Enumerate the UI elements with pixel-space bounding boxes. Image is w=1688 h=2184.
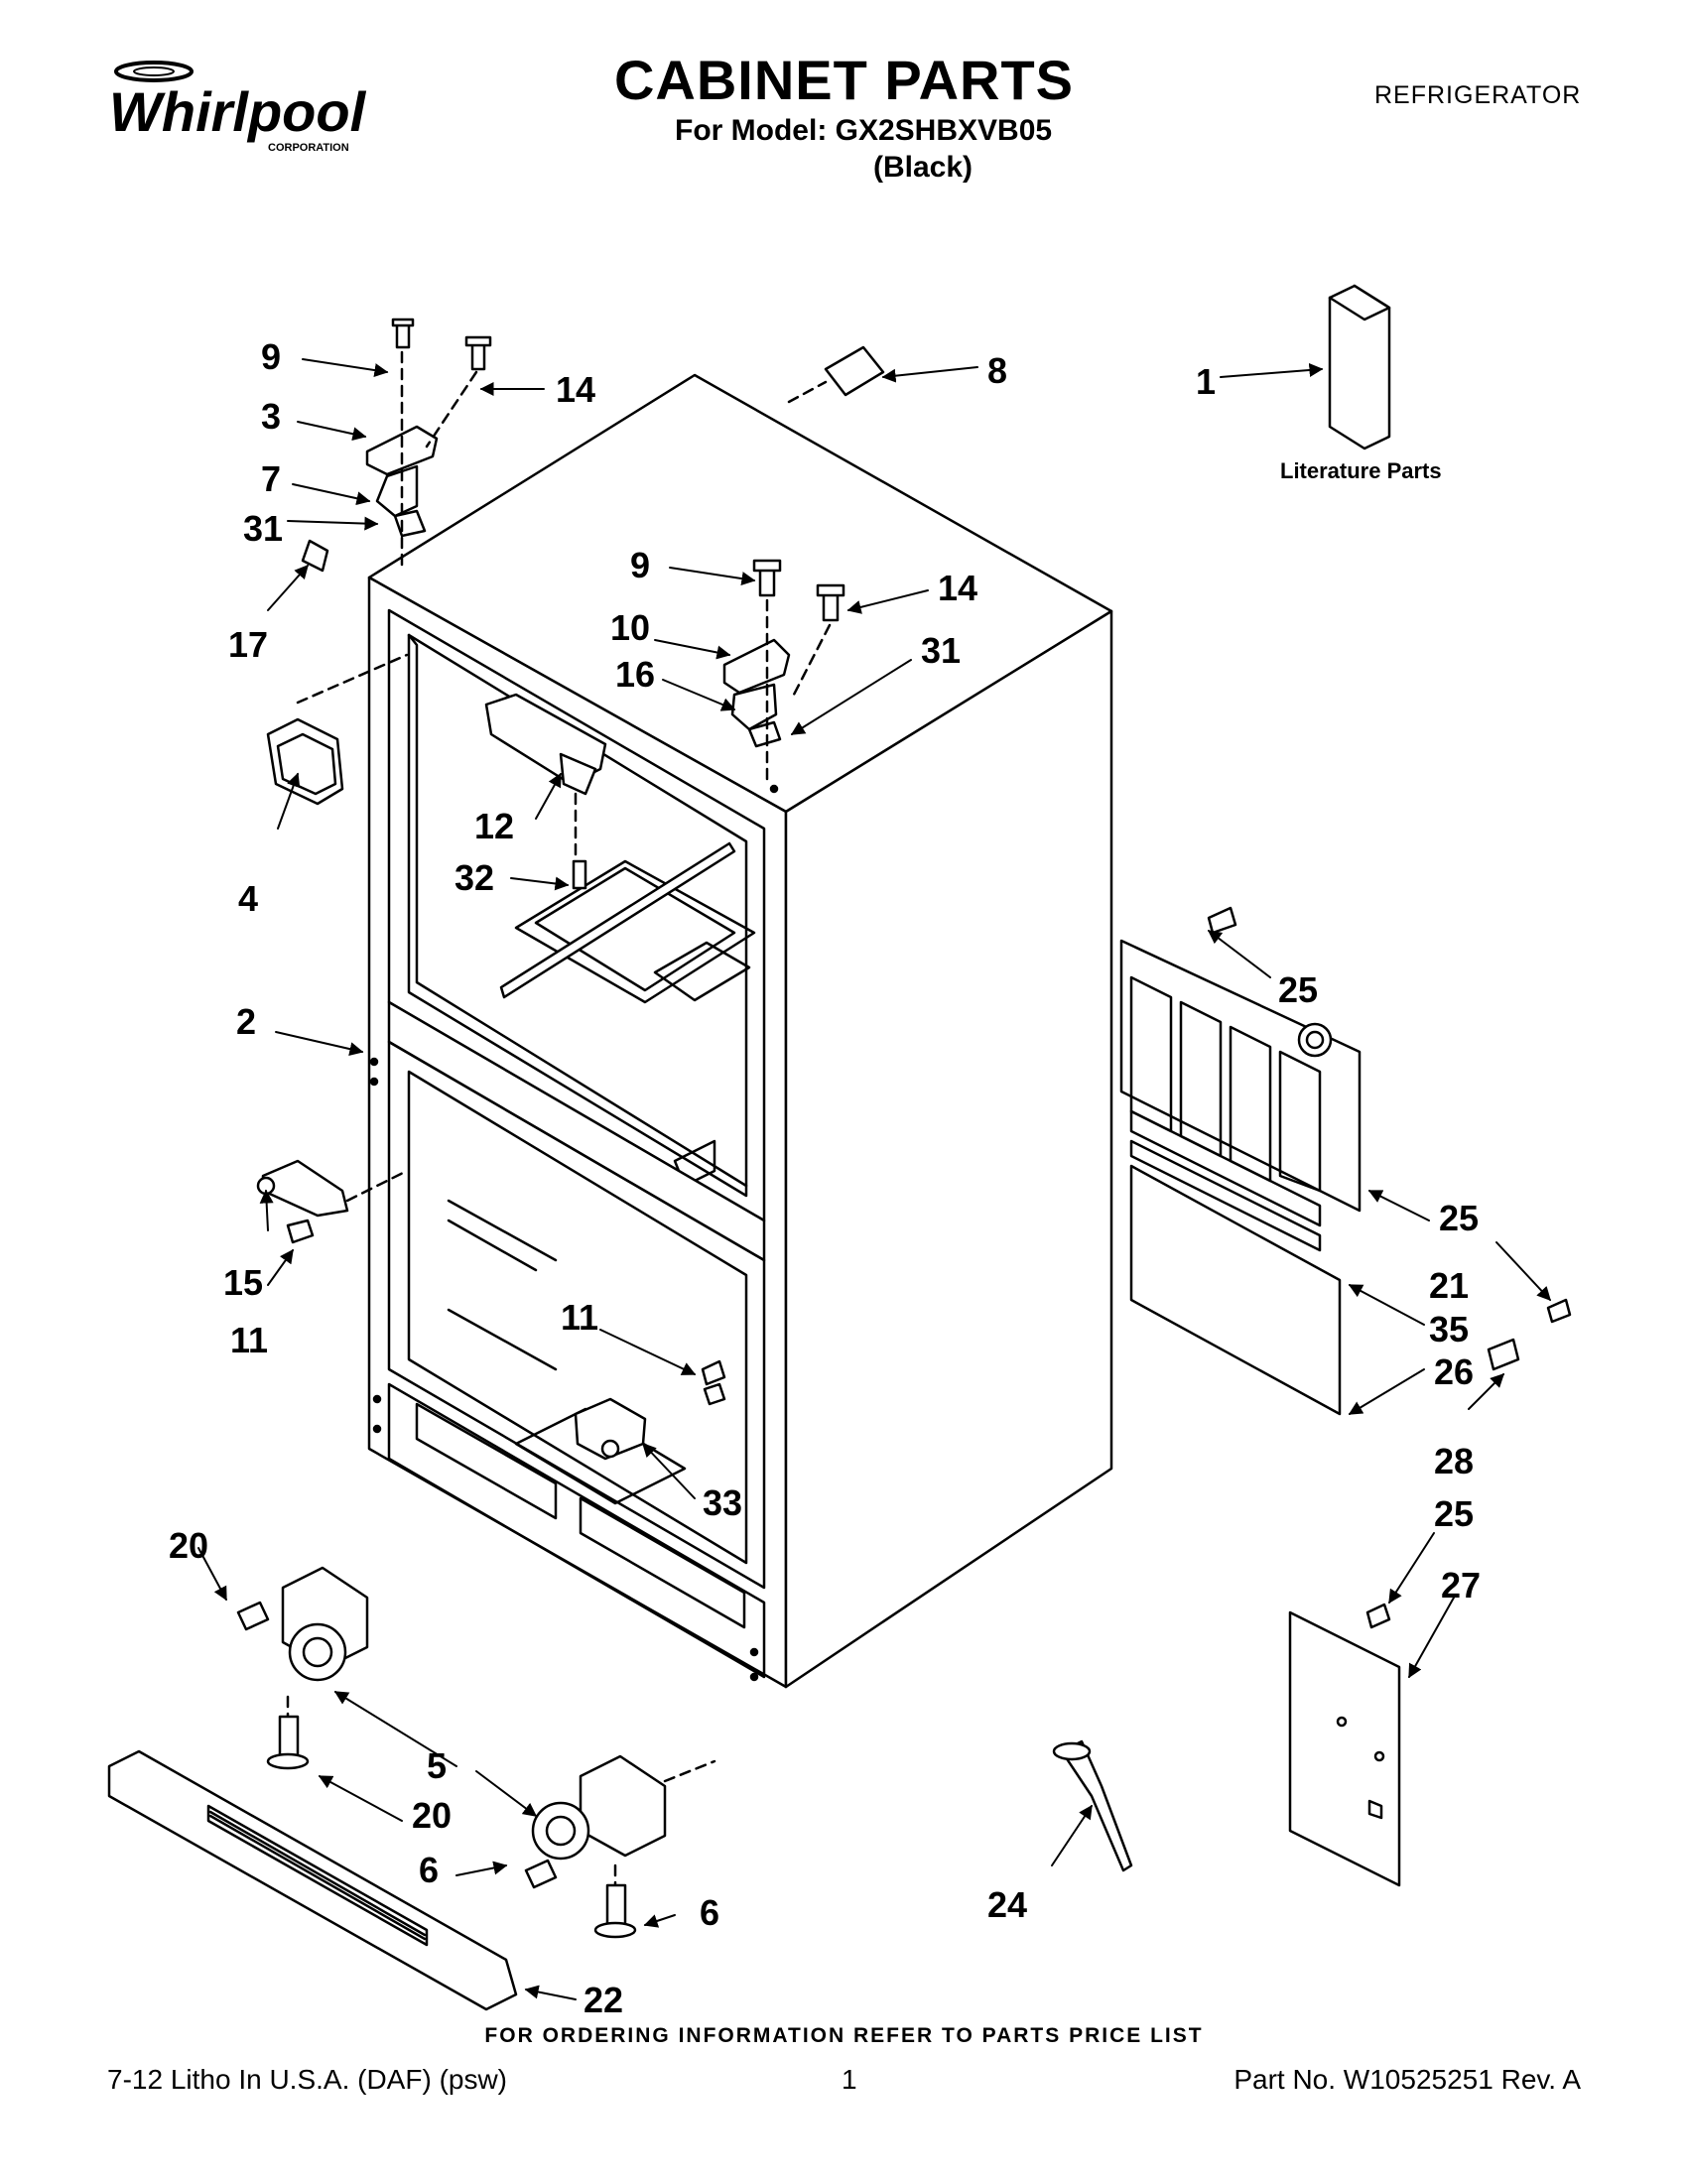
- literature-parts-book: [1328, 284, 1391, 450]
- callout-26: 26: [1434, 1351, 1474, 1392]
- callout-21: 21: [1429, 1265, 1469, 1306]
- callout-9-upper-right: 9: [630, 545, 650, 585]
- model-variant: (Black): [873, 151, 974, 184]
- callout-20-right: 20: [412, 1795, 452, 1836]
- callout-15: 15: [223, 1262, 263, 1303]
- freezer-hinge: [574, 1382, 726, 1461]
- print-info: 7-12 Litho In U.S.A. (DAF) (psw): [107, 2064, 508, 2095]
- callout-9-upper-left: 9: [261, 336, 281, 377]
- screws: [701, 906, 1572, 1629]
- callout-25-middle: 25: [1439, 1198, 1479, 1238]
- callout-12: 12: [474, 806, 514, 846]
- base-grille: [107, 1749, 518, 2011]
- brand-subtitle: CORPORATION: [268, 142, 349, 154]
- callout-17: 17: [228, 624, 268, 665]
- ice-tray-handle: [1060, 1739, 1133, 1872]
- front-roller-right: [524, 1754, 716, 1939]
- literature-parts-label: Literature Parts: [1280, 458, 1442, 483]
- callout-4: 4: [238, 878, 258, 919]
- control-housing: [484, 693, 607, 890]
- cabinet: [367, 373, 1113, 1689]
- callout-1: 1: [1196, 361, 1216, 402]
- gasket-strip: [1129, 1139, 1322, 1252]
- upper-left-hinge-assembly: [301, 318, 492, 573]
- callout-28: 28: [1434, 1441, 1474, 1481]
- callout-6-left: 6: [419, 1850, 439, 1890]
- callout-14-upper-right: 14: [938, 568, 977, 608]
- whirlpool-logo: Whirlpool CORPORATION: [109, 61, 367, 154]
- rear-access-panel: [1119, 939, 1362, 1227]
- callout-24: 24: [987, 1884, 1027, 1925]
- callout-8: 8: [987, 350, 1007, 391]
- callout-25-lower: 25: [1434, 1493, 1474, 1534]
- ordering-note: FOR ORDERING INFORMATION REFER TO PARTS …: [484, 2024, 1204, 2047]
- callout-7: 7: [261, 458, 281, 499]
- control-badge: [266, 653, 409, 806]
- callout-11-left: 11: [230, 1320, 268, 1360]
- callout-31-upper-right: 31: [921, 630, 961, 671]
- model-number: For Model: GX2SHBXVB05: [675, 114, 1053, 147]
- upper-right-hinge-assembly: [722, 559, 845, 786]
- callout-20-left: 20: [169, 1525, 208, 1566]
- clip-part: [1487, 1338, 1520, 1371]
- callout-33: 33: [703, 1482, 742, 1523]
- callout-16: 16: [615, 654, 655, 695]
- service-panel: [1288, 1610, 1401, 1887]
- callout-11-center: 11: [561, 1297, 598, 1338]
- callout-32: 32: [454, 857, 494, 898]
- page-title: CABINET PARTS: [613, 49, 1075, 111]
- callout-31-upper-left: 31: [243, 508, 283, 549]
- callout-5: 5: [427, 1745, 447, 1786]
- page-number: 1: [842, 2064, 857, 2095]
- callout-6-right: 6: [700, 1892, 719, 1933]
- callout-22: 22: [584, 1980, 623, 2020]
- appliance-type: REFRIGERATOR: [1374, 81, 1582, 109]
- callout-2: 2: [236, 1001, 256, 1042]
- compressor-cover: [1129, 1164, 1342, 1416]
- callout-25-upper: 25: [1278, 969, 1318, 1010]
- label-part: [824, 345, 885, 397]
- callout-35: 35: [1429, 1309, 1469, 1349]
- callout-27: 27: [1441, 1565, 1481, 1606]
- part-number: Part No. W10525251 Rev. A: [1234, 2064, 1581, 2095]
- brand-wordmark: Whirlpool: [109, 80, 367, 143]
- front-roller-left: [236, 1566, 369, 1770]
- callout-14-upper-left: 14: [556, 369, 595, 410]
- callout-3: 3: [261, 396, 281, 437]
- callout-10: 10: [610, 607, 650, 648]
- leader-lines: [197, 358, 1551, 2000]
